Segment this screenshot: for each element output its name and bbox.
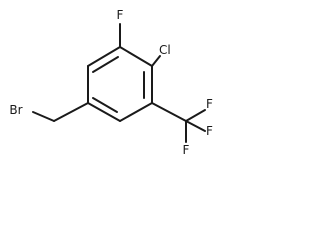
atom-label-chlorine: Cl [159, 43, 171, 57]
bond-cf3-f-right [185, 109, 206, 122]
bond-c2-cl [151, 55, 161, 67]
atom-label-fluorine-cf3-bottom: F [183, 143, 190, 157]
atom-label-fluorine-top: F [117, 8, 124, 22]
bond-c5-ch2 [53, 102, 89, 122]
bond-cf3-f-lower-right [185, 120, 206, 132]
bond-ch2-br [32, 111, 55, 122]
ring-bond-c6-c1 [87, 46, 121, 67]
atom-label-fluorine-cf3-right: F [206, 97, 213, 111]
molecule-diagram: F Cl Br F F F [9, 8, 213, 157]
ring-double-bond-inner-1 [92, 56, 119, 73]
benzene-ring [87, 46, 153, 122]
ring-bond-c3-c4 [119, 102, 153, 122]
ring-double-bond-inner-3 [92, 97, 118, 113]
ring-bond-c1-c2 [119, 46, 153, 67]
atom-label-fluorine-cf3-lower-right: F [206, 124, 213, 138]
ring-bond-c4-c5 [87, 102, 121, 122]
bond-c3-cf3 [151, 102, 187, 122]
atom-label-bromine: Br [9, 103, 22, 117]
